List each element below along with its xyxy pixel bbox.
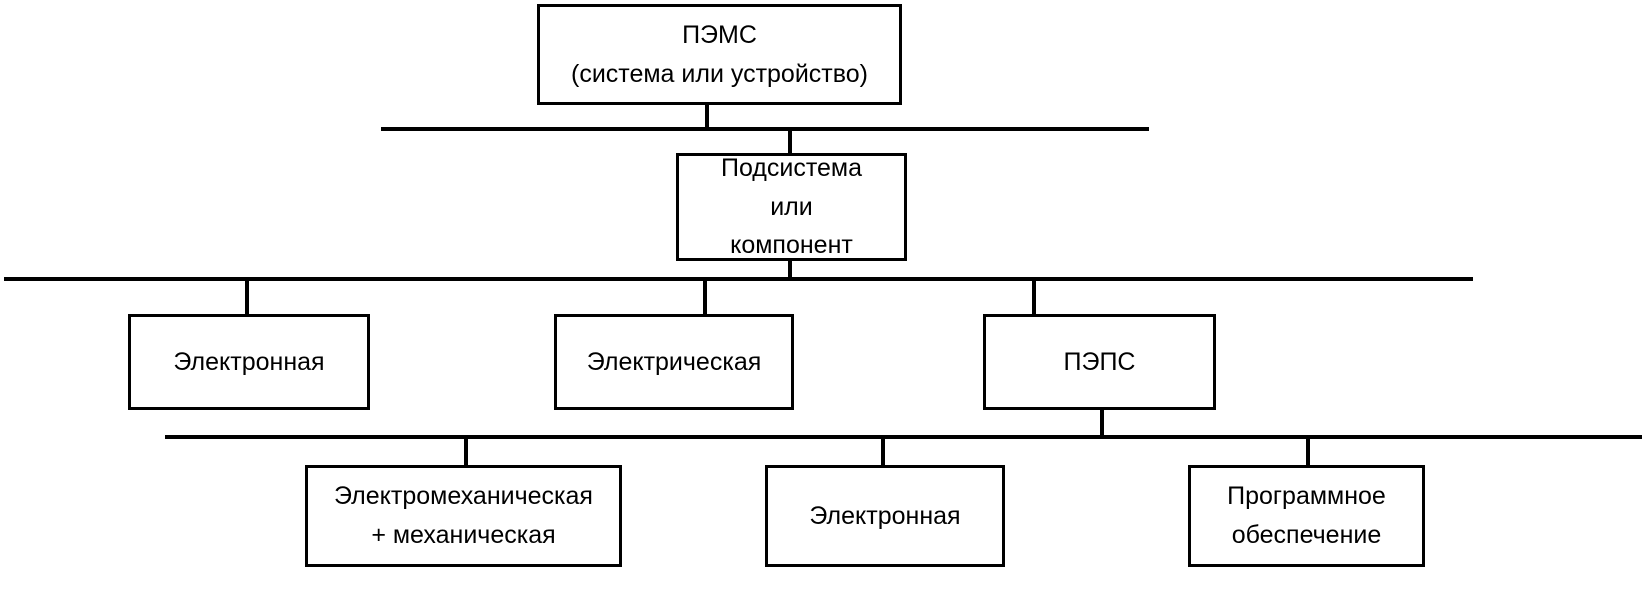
connector-bus3-to-electronic2 bbox=[881, 435, 885, 467]
connector-pems-to-bus1 bbox=[705, 103, 709, 131]
node-pems[interactable]: ПЭМС (система или устройство) bbox=[537, 4, 902, 105]
node-subsystem[interactable]: Подсистема или компонент bbox=[676, 153, 907, 261]
connector-subsystem-to-bus2 bbox=[788, 259, 792, 280]
connector-bus2-to-electrical bbox=[703, 277, 707, 315]
node-electromechanical[interactable]: Электромеханическая + механическая bbox=[305, 465, 622, 567]
connector-peps-to-bus3 bbox=[1100, 408, 1104, 438]
node-software[interactable]: Программное обеспечение bbox=[1188, 465, 1425, 567]
connector-bus3-to-electromechanical bbox=[464, 435, 468, 467]
node-peps[interactable]: ПЭПС bbox=[983, 314, 1216, 410]
connector-bus3-to-software bbox=[1306, 435, 1310, 467]
node-electronic-2[interactable]: Электронная bbox=[765, 465, 1005, 567]
connector-bus1-to-subsystem bbox=[788, 127, 792, 155]
bus-system-to-subsystem bbox=[381, 127, 1149, 131]
connector-bus2-to-electronic bbox=[245, 277, 249, 315]
connector-bus2-to-peps bbox=[1032, 277, 1036, 315]
node-electrical[interactable]: Электрическая bbox=[554, 314, 794, 410]
bus-peps-to-children bbox=[165, 435, 1642, 439]
node-electronic[interactable]: Электронная bbox=[128, 314, 370, 410]
bus-subsystem-to-categories bbox=[4, 277, 1473, 281]
